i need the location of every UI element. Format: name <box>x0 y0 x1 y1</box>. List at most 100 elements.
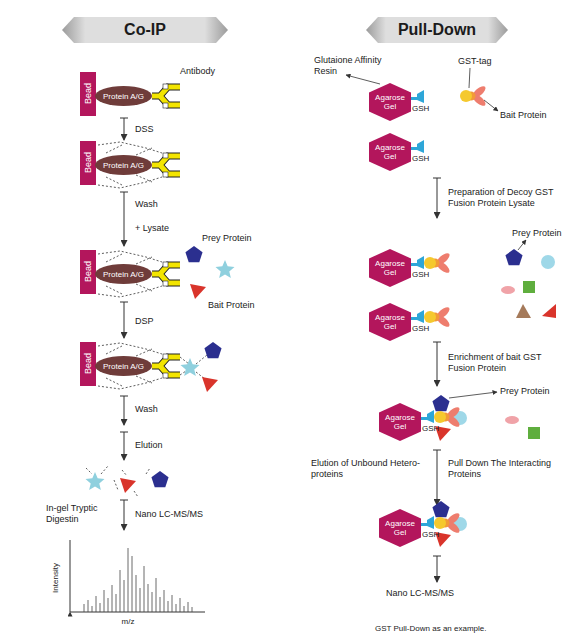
node-text: Bead <box>83 152 93 173</box>
node-text-wrap: Bead <box>80 342 96 386</box>
agarose-gel-hexagon: Agarose Gel <box>369 83 411 121</box>
annotation-label: Bait Protein <box>208 300 255 311</box>
eluted-protein-shape <box>120 478 136 493</box>
prey-protein-shape <box>541 255 555 269</box>
node-text-wrap: Co-IP <box>62 17 228 43</box>
annotation-label: Prey Protein <box>202 233 252 244</box>
agarose-gel-hexagon: Agarose Gel <box>369 249 411 287</box>
bead-box: Bead <box>80 141 96 185</box>
gsh-symbol <box>411 310 424 323</box>
node-text-wrap: Bead <box>80 141 96 185</box>
crosslink-lines <box>98 343 162 389</box>
leader-arrow <box>346 75 380 84</box>
step-arrow <box>433 178 441 218</box>
crosslink-lines <box>180 355 207 379</box>
annotation-label: Bait Protein <box>500 110 547 121</box>
prey-protein-shape <box>516 304 531 318</box>
antibody-symbol <box>152 153 180 177</box>
annotation-label: Enrichment of bait GST Fusion Protein <box>448 352 568 374</box>
annotation-label: Elution <box>135 440 163 451</box>
node-text: Protein A/G <box>103 270 144 279</box>
gsh-symbol <box>411 90 424 103</box>
annotation-label: GSH <box>412 324 429 334</box>
prey-protein-shape <box>185 246 202 262</box>
gsh-symbol <box>411 140 424 153</box>
annotation-label: Elution of Unbound Hetero-proteins <box>311 458 435 480</box>
annotation-label: GSH <box>412 270 429 280</box>
step-arrow <box>433 556 441 582</box>
node-text-wrap: Bead <box>80 72 96 116</box>
annotation-label: Wash <box>135 199 158 210</box>
prey-protein-shape <box>505 249 522 265</box>
annotation-label: Preparation of Decoy GST Fusion Protein … <box>448 187 568 209</box>
hexagon-fill <box>379 403 421 441</box>
prey-protein-shape <box>204 342 221 358</box>
annotation-label: DSP <box>135 316 154 327</box>
annotation-label: Glutaione Affinity Resin <box>314 55 398 77</box>
hexagon-fill <box>369 303 411 341</box>
banner-fill <box>62 17 228 43</box>
node-text-wrap: Agarose Gel <box>379 509 421 547</box>
annotation-label: Antibody <box>180 66 215 77</box>
annotation-label: GSH <box>412 104 429 114</box>
step-arrow <box>120 432 128 460</box>
node-text: Protein A/G <box>103 92 144 101</box>
bead-box: Bead <box>80 250 96 294</box>
crosslink-lines <box>98 142 162 188</box>
leader-arrow <box>449 392 497 398</box>
node-text-wrap: Agarose Gel <box>369 83 411 121</box>
node-text-wrap: Pull-Down <box>366 17 508 43</box>
annotation-label: GSH <box>412 154 429 164</box>
leader-arrow <box>518 240 526 250</box>
node-text: Agarose Gel <box>382 413 418 431</box>
node-text-wrap: Protein A/G <box>95 86 152 106</box>
protein-ag-ellipse: Protein A/G <box>95 155 152 175</box>
annotation-label: GST-tag <box>458 56 492 67</box>
bead-box: Bead <box>80 72 96 116</box>
bait-protein-shape <box>180 358 199 376</box>
node-text: Agarose Gel <box>372 313 408 331</box>
annotation-label: Wash <box>135 404 158 415</box>
node-text: Bead <box>83 83 93 104</box>
hexagon-fill <box>369 133 411 171</box>
annotation-label: Pull Down The Interacting Proteins <box>448 458 568 480</box>
crosslink-lines <box>86 466 150 497</box>
node-text-wrap: Bead <box>80 250 96 294</box>
node-text-wrap: Protein A/G <box>95 356 152 376</box>
node-text: Agarose Gel <box>372 93 408 111</box>
node-text-wrap: Agarose Gel <box>379 403 421 441</box>
bead-box: Bead <box>80 342 96 386</box>
gst-fusion-protein <box>460 84 487 108</box>
step-arrow <box>120 302 128 338</box>
gsh-symbol <box>411 256 424 269</box>
node-text: Bead <box>83 353 93 374</box>
node-text: Agarose Gel <box>372 143 408 161</box>
prey-protein-shape <box>501 286 515 294</box>
prey-protein-shape <box>202 377 218 392</box>
agarose-gel-hexagon: Agarose Gel <box>379 509 421 547</box>
annotation-label: Nano LC-MS/MS <box>135 509 203 520</box>
annotation-label: Prey Protein <box>500 386 550 397</box>
section-banner: Co-IP <box>62 17 228 43</box>
hexagon-fill <box>379 509 421 547</box>
node-text: Agarose Gel <box>372 259 408 277</box>
annotation-label: DSS <box>135 124 154 135</box>
node-text: Co-IP <box>124 21 166 39</box>
step-arrow <box>120 192 128 246</box>
node-text-wrap: Agarose Gel <box>369 303 411 341</box>
prey-protein-shape <box>505 416 519 424</box>
node-text-wrap: Agarose Gel <box>369 249 411 287</box>
antibody-symbol <box>152 84 180 108</box>
hexagon-fill <box>369 83 411 121</box>
step-arrow <box>433 450 441 505</box>
eluted-protein-shape <box>85 472 104 490</box>
bait-protein-shape <box>215 260 234 278</box>
annotation-label: Prey Protein <box>512 228 562 239</box>
node-text: Bead <box>83 261 93 282</box>
node-text: Pull-Down <box>398 21 476 39</box>
antibody-symbol <box>152 262 180 286</box>
node-text-wrap: Protein A/G <box>95 264 152 284</box>
step-arrow <box>120 118 128 140</box>
annotation-label: GSH <box>422 424 439 434</box>
leader-arrow <box>484 100 498 111</box>
